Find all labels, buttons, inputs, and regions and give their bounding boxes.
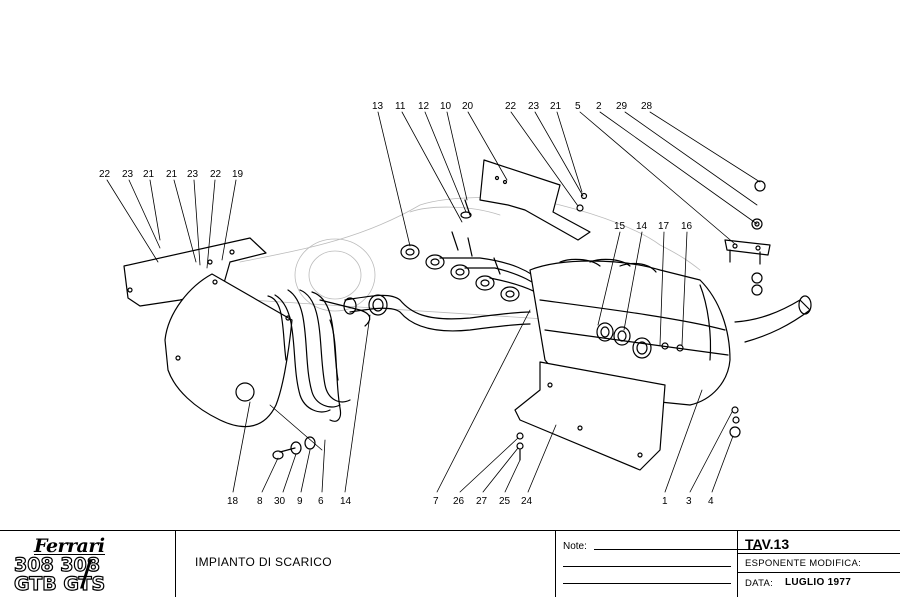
divider: [737, 572, 900, 573]
callout-labels: 22 23 21 21 23 22 19 13 11 12 10 20 22 2…: [99, 101, 714, 507]
callout: 26: [453, 496, 465, 507]
note-line: [563, 583, 731, 584]
callout: 10: [440, 101, 452, 112]
model-slash: /: [80, 553, 93, 594]
callout: 8: [257, 496, 263, 507]
divider: [555, 530, 556, 597]
callout: 17: [658, 221, 670, 232]
ferrari-wordmark: Ferrari: [34, 535, 105, 557]
callout: 22: [99, 169, 111, 180]
callout: 2: [596, 101, 602, 112]
callout: 21: [550, 101, 562, 112]
callout: 21: [143, 169, 155, 180]
callout: 11: [395, 101, 406, 112]
callout: 21: [166, 169, 178, 180]
callout: 22: [210, 169, 222, 180]
callout: 14: [636, 221, 648, 232]
callout: 7: [433, 496, 439, 507]
top-bracket: [479, 159, 591, 241]
callout: 3: [686, 496, 692, 507]
callout: 25: [499, 496, 511, 507]
brand-logo: Ferrari 308 308 GTB GTS /: [12, 535, 162, 596]
callout: 12: [418, 101, 430, 112]
callout: 23: [187, 169, 199, 180]
note-line: [594, 549, 762, 550]
callout: 4: [708, 496, 714, 507]
callout: 24: [521, 496, 533, 507]
callout: 30: [274, 496, 286, 507]
table-number: TAV.13: [745, 536, 790, 552]
callout: 16: [681, 221, 693, 232]
callout: 28: [641, 101, 653, 112]
model-line-2: GTB GTS: [13, 572, 106, 595]
divider: [0, 530, 900, 531]
callout: 6: [318, 496, 324, 507]
drawing-title: IMPIANTO DI SCARICO: [195, 555, 332, 569]
callout: 20: [462, 101, 474, 112]
heat-shield-left: [164, 273, 293, 428]
front-manifold-flanges: [400, 231, 551, 303]
exhaust-system-diagram: 22 23 21 21 23 22 19 13 11 12 10 20 22 2…: [99, 101, 812, 507]
callout: 5: [575, 101, 581, 112]
date-value: LUGLIO 1977: [785, 577, 852, 588]
callout: 27: [476, 496, 488, 507]
callout: 1: [662, 496, 668, 507]
callout: 15: [614, 221, 626, 232]
date-label: DATA:: [745, 578, 774, 589]
callout: 29: [616, 101, 628, 112]
callout: 14: [340, 496, 352, 507]
tailpipe: [734, 299, 811, 343]
callout: 23: [122, 169, 134, 180]
divider: [737, 530, 738, 597]
divider: [175, 530, 176, 597]
leader-lines: [106, 111, 761, 493]
divider: [737, 553, 900, 554]
callout: 18: [227, 496, 239, 507]
model-line-1: 308 308: [13, 553, 100, 576]
heat-shield-lower: [514, 361, 666, 471]
left-manifold: [267, 289, 371, 422]
modification-label: ESPONENTE MODIFICA:: [745, 558, 862, 569]
callout: 9: [297, 496, 303, 507]
callout: 23: [528, 101, 540, 112]
note-line: [563, 566, 731, 567]
callout: 13: [372, 101, 384, 112]
note-label: Note:: [563, 541, 587, 552]
callout: 22: [505, 101, 517, 112]
callout: 19: [232, 169, 244, 180]
